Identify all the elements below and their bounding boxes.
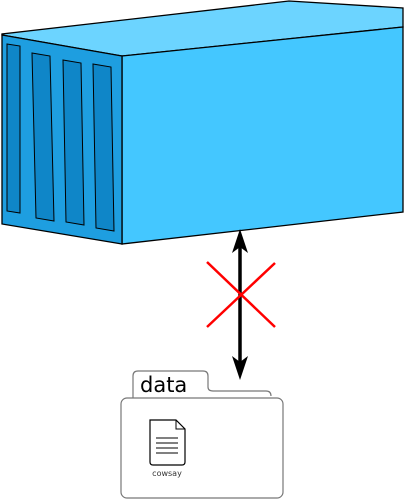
- red-x-stroke-2: [206, 262, 276, 328]
- arrow-head-down: [232, 356, 248, 380]
- file-name-label: cowsay: [152, 469, 182, 478]
- shipping-container: [1, 0, 404, 245]
- data-folder: data cowsay: [120, 370, 284, 499]
- container-side-face: [121, 26, 404, 245]
- door-panel: [6, 43, 21, 214]
- document-icon: [149, 419, 186, 466]
- folder-body: [120, 397, 284, 499]
- file-item: cowsay: [149, 419, 186, 478]
- folder-label: data: [140, 373, 187, 397]
- container-front-face: [1, 34, 123, 245]
- double-headed-arrow-icon: [232, 229, 248, 380]
- container-door-panels: [6, 43, 115, 232]
- arrow-head-up: [232, 229, 248, 253]
- red-x-icon: [206, 261, 276, 328]
- folder-tab: [132, 370, 272, 399]
- door-panel: [62, 59, 85, 226]
- door-panel: [31, 52, 55, 222]
- door-panel: [92, 63, 115, 232]
